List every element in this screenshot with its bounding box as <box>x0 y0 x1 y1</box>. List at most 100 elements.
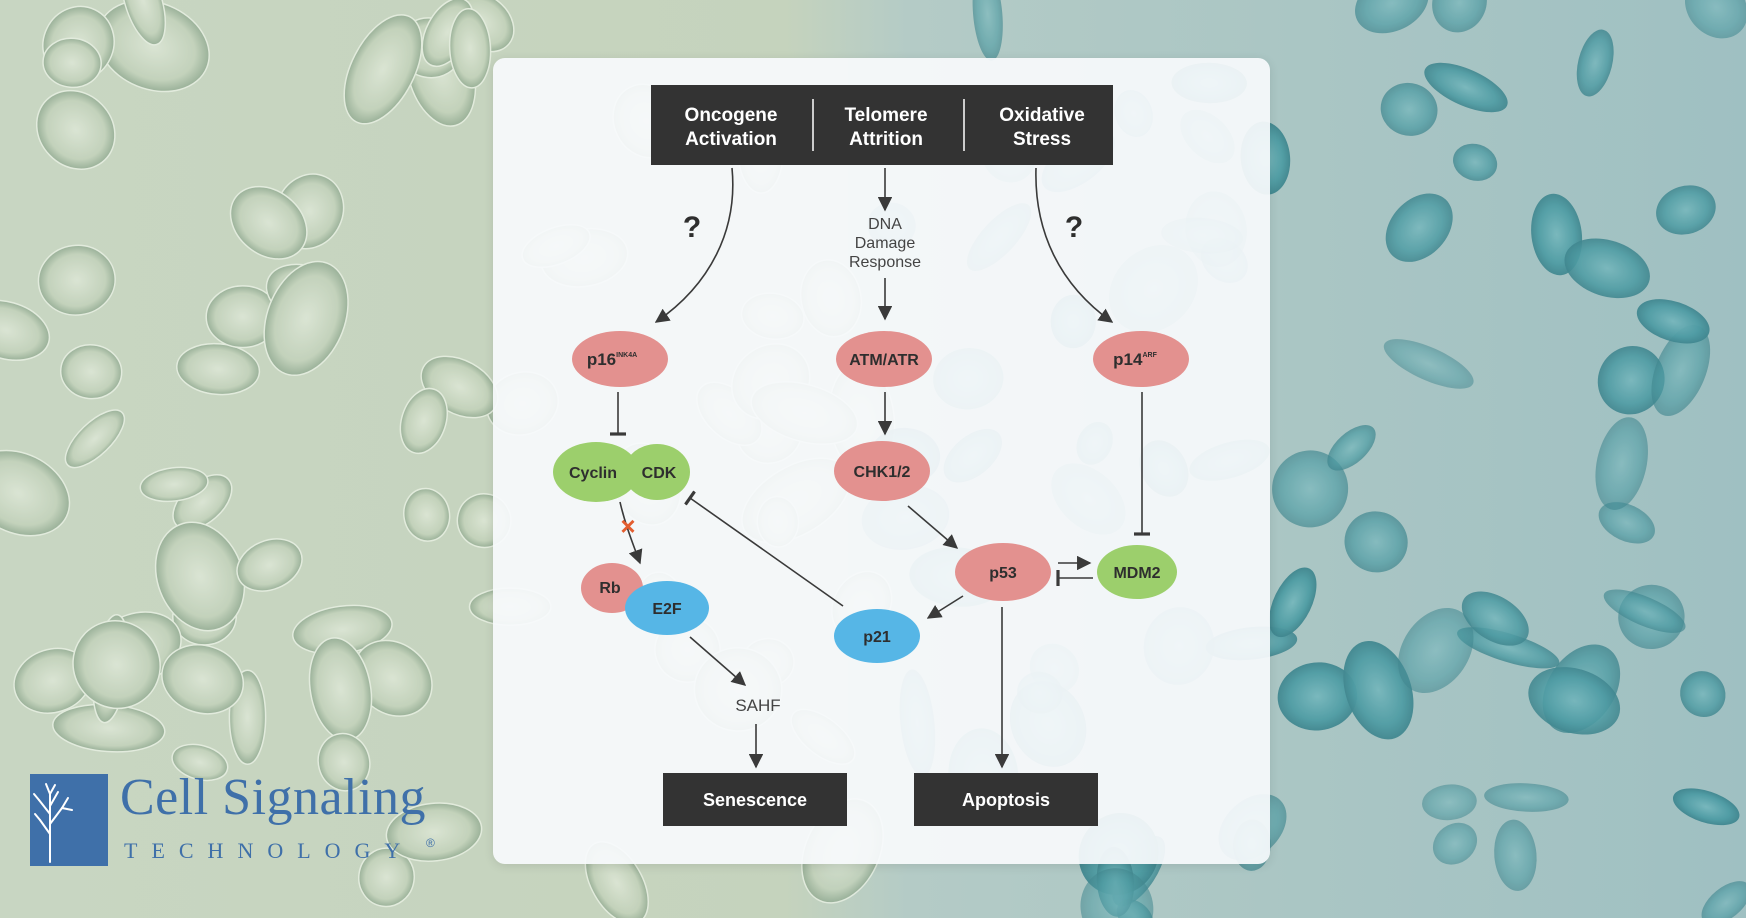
background-cell <box>59 344 123 400</box>
background-cell <box>0 449 71 537</box>
background-cell <box>1597 346 1665 415</box>
pathway-edges <box>610 167 1150 769</box>
background-cell <box>64 409 126 469</box>
stimulus-header-box <box>651 85 1113 165</box>
background-cell <box>1603 589 1686 633</box>
dna-damage-line2: Damage <box>855 235 916 252</box>
background-cell <box>37 244 116 316</box>
node-atm-atr-label: ATM/ATR <box>849 352 919 369</box>
background-cell <box>1272 450 1349 528</box>
background-cell <box>448 7 492 89</box>
background-cell <box>72 620 161 710</box>
stimulus-oncogene-line1: Oncogene <box>685 105 778 126</box>
stimulus-telomere-line2: Attrition <box>849 129 923 150</box>
background-cell <box>1422 784 1477 821</box>
background-cell <box>1598 502 1655 544</box>
background-cell <box>385 802 483 862</box>
node-mdm2-label: MDM2 <box>1113 565 1160 582</box>
stimulus-oxidative-line2: Stress <box>1013 129 1071 150</box>
background-cell <box>1398 607 1474 694</box>
background-cell <box>1564 238 1650 299</box>
dna-damage-line3: Response <box>849 254 921 271</box>
edge-cyclin-to-rb <box>619 501 643 565</box>
background-cell <box>139 466 209 503</box>
background-cell <box>1453 143 1498 181</box>
outcome-senescence-box <box>663 773 847 826</box>
node-e2f-label: E2F <box>652 601 682 618</box>
inhibition-x-mark: × <box>620 511 635 541</box>
node-p53-label: p53 <box>989 565 1017 582</box>
node-chk1-2-label: CHK1/2 <box>854 464 911 481</box>
stimulus-oxidative-line1: Oxidative <box>999 105 1085 126</box>
background-cell <box>1383 339 1474 389</box>
background-cell <box>1636 299 1710 344</box>
node-p14 <box>1093 331 1189 387</box>
edge-p53-to-p21 <box>926 595 964 619</box>
background-cell <box>1576 29 1614 97</box>
logo-subtitle: TECHNOLOGY <box>124 838 415 863</box>
background-cell <box>1494 819 1537 891</box>
background-cell <box>1595 417 1648 510</box>
cell-signaling-logo: Cell Signaling TECHNOLOGY ® <box>30 769 450 866</box>
node-cdk <box>624 444 690 500</box>
node-p16-label: p16INK4A <box>587 350 637 369</box>
node-p53 <box>955 543 1051 601</box>
node-mdm2 <box>1097 545 1177 599</box>
background-cell <box>1685 0 1746 39</box>
background-cell <box>1680 671 1726 718</box>
background-cell <box>1701 881 1746 918</box>
node-atm-atr <box>836 331 932 387</box>
edge-oxidative-to-p14 <box>1035 167 1114 323</box>
node-p16 <box>572 331 668 387</box>
stimulus-oncogene-line2: Activation <box>685 129 777 150</box>
background-cell <box>263 260 349 377</box>
background-cell <box>1385 193 1453 262</box>
background-cell <box>343 14 423 125</box>
background-cell <box>1343 641 1414 740</box>
node-p14-label: p14ARF <box>1113 350 1157 369</box>
question-mark-left: ? <box>683 211 701 244</box>
edge-p21-inhibits-cdk <box>684 490 844 607</box>
background-cell <box>1528 667 1621 735</box>
tree-logo-icon <box>30 774 108 866</box>
background-cell <box>317 732 371 792</box>
outcome-apoptosis-label: Apoptosis <box>962 790 1050 810</box>
background-cell <box>229 185 308 260</box>
background-cell <box>1080 868 1154 918</box>
background-cell <box>35 89 116 170</box>
background-cell <box>1355 0 1429 34</box>
background-cell <box>1344 511 1408 573</box>
background-cell <box>1484 783 1569 812</box>
edge-chk-to-p53 <box>907 505 959 549</box>
background-cell <box>1461 591 1529 646</box>
outcome-senescence-label: Senescence <box>703 790 807 810</box>
background-cell <box>42 37 102 89</box>
background-cell <box>171 743 229 782</box>
background-cell <box>176 342 261 396</box>
background-cell <box>236 538 303 592</box>
node-e2f <box>625 581 709 635</box>
background-cell <box>1432 822 1478 865</box>
background-cell <box>1269 567 1317 638</box>
logo-name: Cell Signaling <box>120 769 426 826</box>
node-cyclin <box>553 442 639 502</box>
background-cell <box>1457 627 1560 669</box>
node-p21-label: p21 <box>863 629 891 646</box>
node-cdk-label: CDK <box>642 465 677 482</box>
background-cell <box>1656 185 1716 235</box>
background-cell <box>1424 62 1508 113</box>
background-cell <box>1327 425 1376 471</box>
edge-oncogene-to-p16 <box>654 167 734 323</box>
stimulus-telomere-line1: Telomere <box>844 105 927 126</box>
node-cyclin-label: Cyclin <box>569 465 617 482</box>
dna-damage-line1: DNA <box>868 216 902 233</box>
background-cell <box>1432 0 1487 33</box>
question-mark-right: ? <box>1065 211 1083 244</box>
background-cell <box>1651 325 1711 416</box>
background-cell <box>1277 662 1358 731</box>
node-chk1-2 <box>834 441 930 501</box>
node-rb-label: Rb <box>599 580 621 597</box>
logo-registered-mark: ® <box>426 836 435 850</box>
background-cell <box>972 0 1003 61</box>
